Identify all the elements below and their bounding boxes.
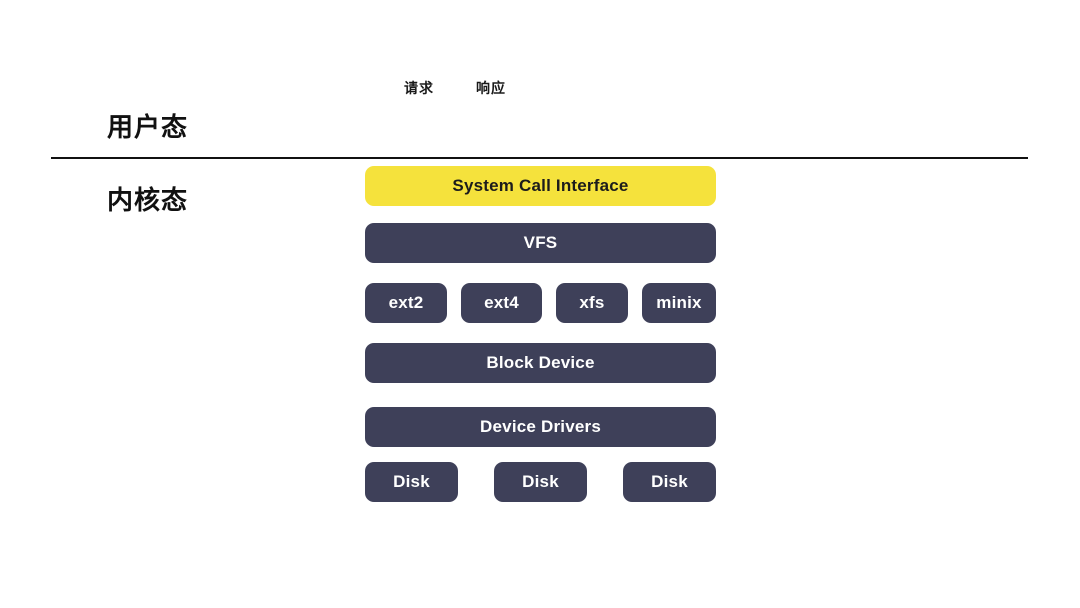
row-device-drivers: Device Drivers	[365, 407, 716, 447]
disk-box-1: Disk	[365, 462, 458, 502]
ext4-box: ext4	[461, 283, 542, 323]
kernel-mode-label: 内核态	[107, 185, 189, 215]
user-mode-label: 用户态	[107, 112, 189, 142]
row-disks: Disk Disk Disk	[365, 462, 716, 502]
row-block-device: Block Device	[365, 343, 716, 383]
request-flow-label: 请求	[404, 80, 434, 96]
row-filesystems: ext2 ext4 xfs minix	[365, 283, 716, 323]
filesystem-stack-diagram: System Call Interface VFS ext2 ext4 xfs …	[365, 166, 716, 502]
system-call-interface-box: System Call Interface	[365, 166, 716, 206]
user-kernel-divider-line	[51, 157, 1028, 159]
row-vfs: VFS	[365, 223, 716, 263]
vfs-box: VFS	[365, 223, 716, 263]
ext2-box: ext2	[365, 283, 447, 323]
disk-box-3: Disk	[623, 462, 716, 502]
block-device-box: Block Device	[365, 343, 716, 383]
row-system-call-interface: System Call Interface	[365, 166, 716, 206]
xfs-box: xfs	[556, 283, 628, 323]
disk-box-2: Disk	[494, 462, 587, 502]
minix-box: minix	[642, 283, 716, 323]
response-flow-label: 响应	[476, 80, 506, 96]
device-drivers-box: Device Drivers	[365, 407, 716, 447]
